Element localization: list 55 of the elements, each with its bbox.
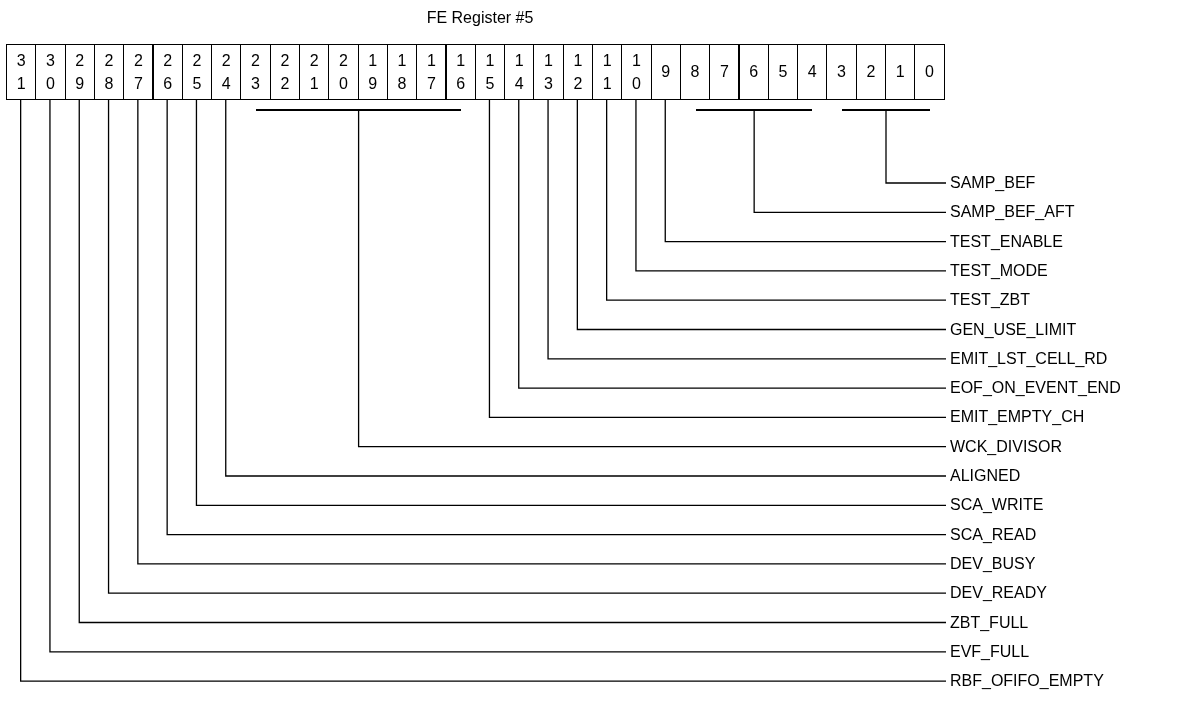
field-label: TEST_MODE <box>950 259 1048 282</box>
bit-cell: 0 <box>914 44 945 100</box>
bit-cell: 19 <box>357 44 388 100</box>
bit-cell: 2 <box>855 44 886 100</box>
bit-cell: 6 <box>738 44 769 100</box>
bit-cell: 14 <box>504 44 535 100</box>
bit-cell: 4 <box>797 44 828 100</box>
leader-line <box>518 99 947 389</box>
bit-cell: 10 <box>621 44 652 100</box>
field-label: SAMP_BEF_AFT <box>950 201 1075 224</box>
field-label: EOF_ON_EVENT_END <box>950 377 1121 400</box>
field-label: EMIT_LST_CELL_RD <box>950 347 1108 370</box>
bit-cell: 23 <box>240 44 271 100</box>
bit-cell: 13 <box>533 44 564 100</box>
field-label: DEV_BUSY <box>950 552 1036 575</box>
leader-line <box>664 99 947 243</box>
field-label: DEV_READY <box>950 582 1047 605</box>
bit-cell: 22 <box>269 44 300 100</box>
field-label: RBF_OFIFO_EMPTY <box>950 670 1104 693</box>
field-label: SAMP_BEF <box>950 172 1036 194</box>
field-label: SCA_WRITE <box>950 494 1044 517</box>
bit-cell: 20 <box>328 44 359 100</box>
bit-cell: 21 <box>299 44 330 100</box>
leader-line <box>357 110 947 448</box>
field-label: SCA_READ <box>950 523 1037 546</box>
bit-cell: 26 <box>152 44 183 100</box>
bit-cell: 27 <box>123 44 154 100</box>
leader-line <box>753 110 947 213</box>
register-title: FE Register #5 <box>425 8 535 28</box>
bit-cell: 17 <box>416 44 447 100</box>
leader-line <box>606 99 947 301</box>
leader-line <box>547 99 947 360</box>
field-label: ALIGNED <box>950 465 1021 487</box>
leader-line <box>885 110 947 184</box>
bit-cell: 9 <box>650 44 681 100</box>
field-label: TEST_ENABLE <box>950 230 1063 253</box>
field-label: WCK_DIVISOR <box>950 435 1062 458</box>
bit-cell: 30 <box>35 44 66 100</box>
leader-line <box>488 99 947 419</box>
bit-cell: 24 <box>211 44 242 100</box>
field-label: EMIT_EMPTY_CH <box>950 406 1085 429</box>
bit-cell: 29 <box>64 44 95 100</box>
bit-cell: 12 <box>562 44 593 100</box>
field-label: ZBT_FULL <box>950 611 1029 634</box>
bit-cell: 16 <box>445 44 476 100</box>
field-label: EVF_FULL <box>950 640 1030 663</box>
field-label: TEST_ZBT <box>950 289 1030 312</box>
leader-line <box>635 99 947 272</box>
bit-cell: 11 <box>592 44 623 100</box>
field-label: GEN_USE_LIMIT <box>950 318 1077 341</box>
leader-line <box>576 99 947 331</box>
bit-cell: 7 <box>709 44 740 100</box>
bit-cell: 1 <box>885 44 916 100</box>
bit-cell: 31 <box>6 44 37 100</box>
bit-cell: 3 <box>826 44 857 100</box>
